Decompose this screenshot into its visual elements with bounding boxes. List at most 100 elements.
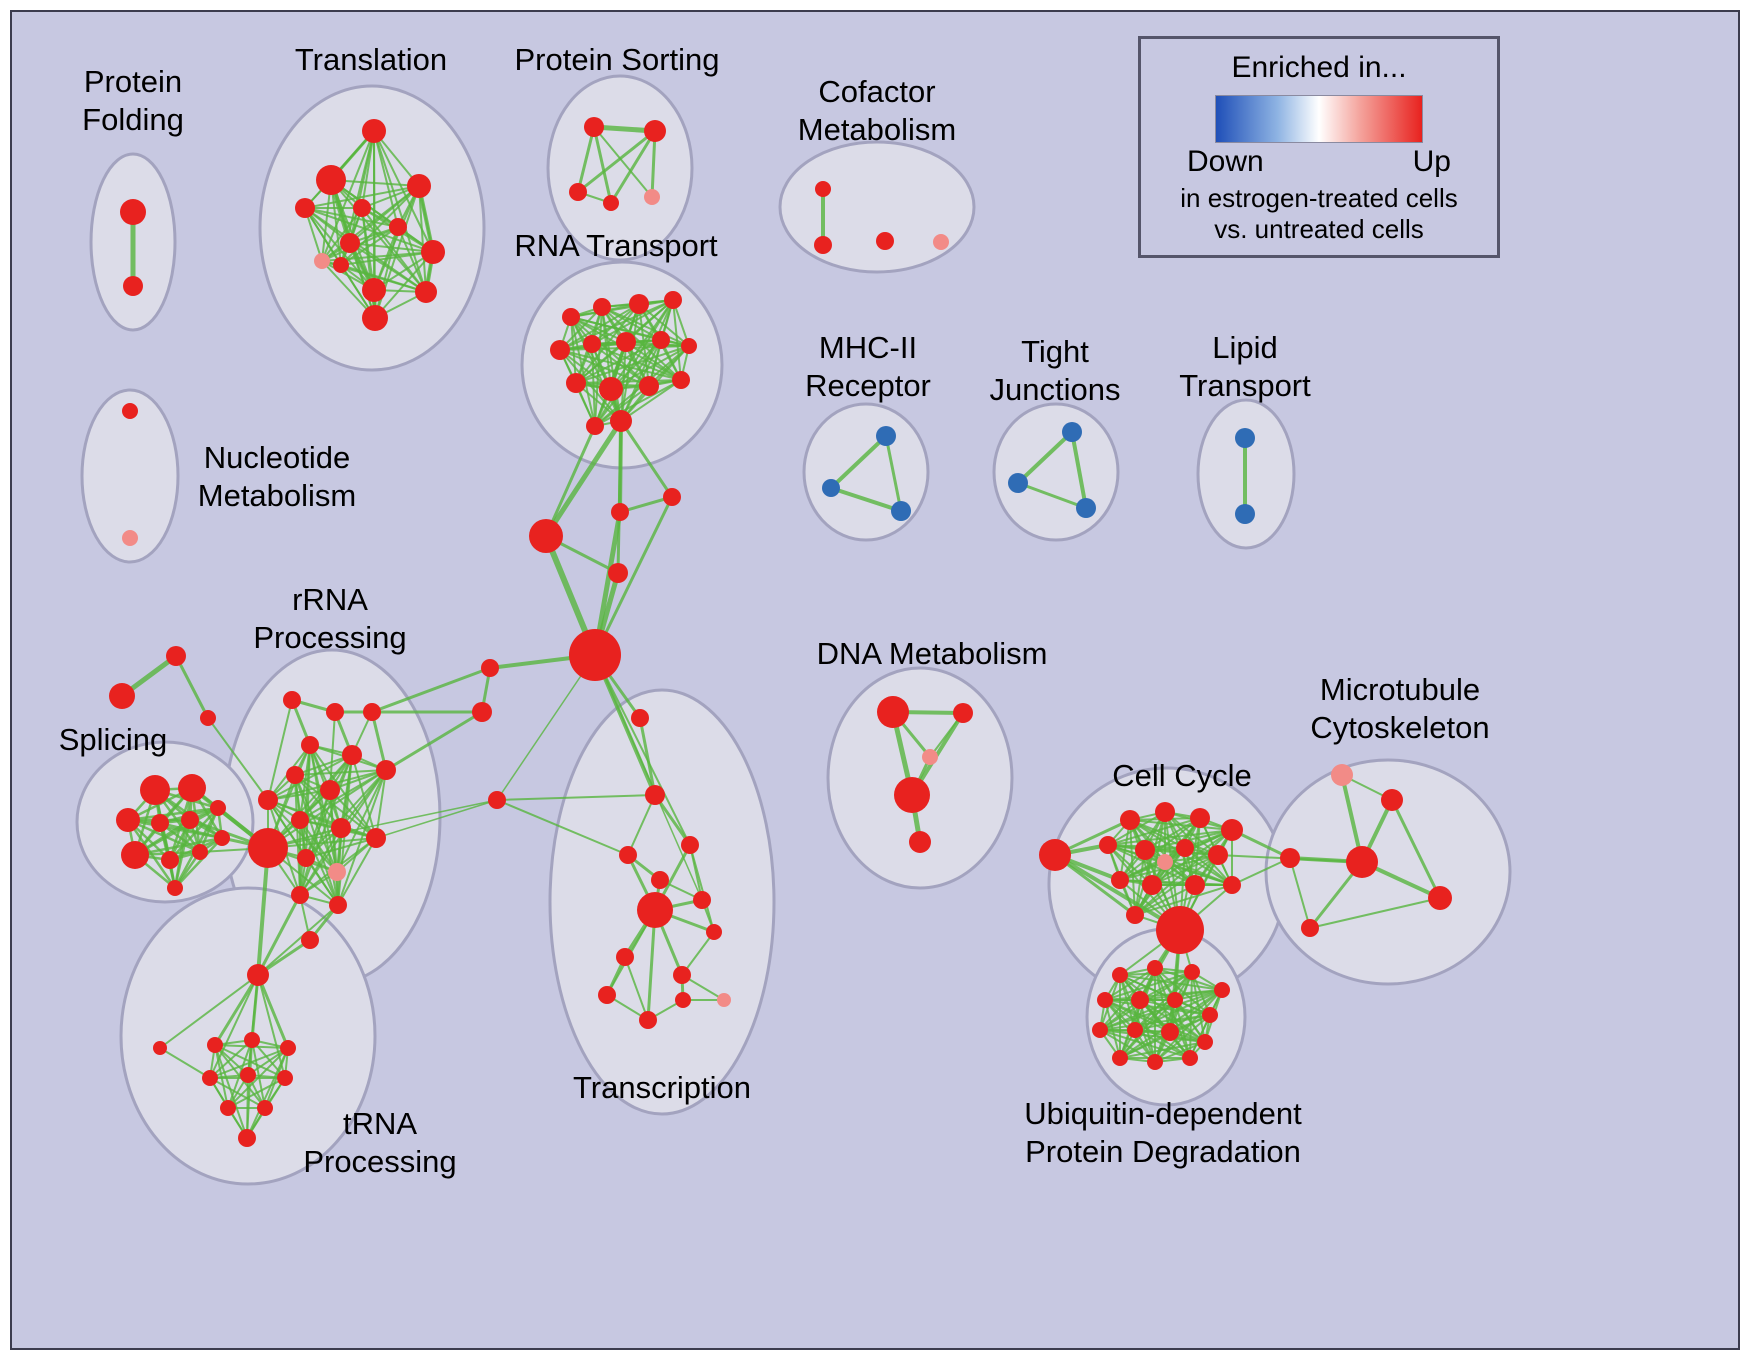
network-node [421, 240, 445, 264]
network-edge [1289, 857, 1311, 929]
network-edge [256, 846, 270, 977]
network-edge [133, 836, 224, 857]
network-node [529, 519, 563, 553]
network-edge [361, 207, 427, 293]
network-edge [227, 1077, 286, 1109]
network-node [238, 1129, 256, 1147]
network-edge [576, 129, 657, 194]
network-edge [620, 379, 682, 422]
network-node [922, 749, 938, 765]
network-edge [246, 1074, 249, 1139]
network-node [240, 1067, 256, 1083]
legend-box: Enriched in... Down Up in estrogen-treat… [1138, 36, 1500, 258]
network-node [248, 828, 288, 868]
network-node [681, 338, 697, 354]
network-node [1381, 789, 1403, 811]
network-node [181, 811, 199, 829]
cluster-ellipse-tight-junctions [992, 402, 1120, 542]
network-edge [646, 908, 657, 1022]
network-node [291, 886, 309, 904]
network-node [894, 777, 930, 813]
network-node [244, 1032, 260, 1048]
network-node [362, 278, 386, 302]
network-edge [329, 711, 336, 791]
legend-gradient-bar [1215, 95, 1423, 143]
network-edge [340, 264, 427, 293]
cluster-label-translation: Translation [295, 42, 447, 77]
network-node [342, 745, 362, 765]
network-node [562, 308, 580, 326]
network-node [637, 892, 673, 928]
network-edge [321, 207, 363, 262]
network-node [693, 891, 711, 909]
network-edge [294, 769, 387, 776]
network-edge [305, 837, 377, 859]
network-node [876, 426, 896, 446]
network-edge [267, 799, 498, 849]
network-edge [496, 794, 656, 801]
network-node [672, 371, 690, 389]
network-edge [1231, 857, 1291, 886]
network-node [877, 696, 909, 728]
network-node [122, 530, 138, 546]
network-edge [329, 789, 377, 839]
network-edge [594, 339, 662, 427]
network-node [1120, 810, 1140, 830]
network-node [891, 501, 911, 521]
network-node [663, 488, 681, 506]
network-node [1184, 964, 1200, 980]
network-node [472, 702, 492, 722]
network-node [1331, 764, 1353, 786]
network-node [1202, 1007, 1218, 1023]
network-edge [1164, 861, 1233, 886]
network-edge [1134, 1014, 1211, 1031]
network-edge [575, 345, 690, 384]
network-edge [257, 974, 286, 1079]
network-node [407, 174, 431, 198]
network-node [1346, 846, 1378, 878]
network-node [876, 232, 894, 250]
network-node [616, 332, 636, 352]
network-node [362, 305, 388, 331]
network-edge [133, 806, 220, 857]
network-node [1214, 982, 1230, 998]
network-node [123, 276, 143, 296]
network-edge [168, 806, 220, 862]
network-node [220, 1100, 236, 1116]
network-edge [256, 973, 290, 1050]
network-node [1147, 960, 1163, 976]
network-node [1235, 428, 1255, 448]
network-node [1111, 871, 1129, 889]
network-node [629, 294, 649, 314]
network-edge [267, 769, 387, 849]
network-edge [601, 306, 690, 347]
network-edge [213, 973, 260, 1047]
network-node [1156, 906, 1204, 954]
network-node [140, 775, 170, 805]
network-edge [267, 754, 353, 801]
network-node [675, 992, 691, 1008]
network-node [681, 836, 699, 854]
network-node [192, 844, 208, 860]
network-node [178, 774, 206, 802]
network-node [673, 966, 691, 984]
legend-up-label: Up [1412, 145, 1451, 178]
network-node [598, 986, 616, 1004]
network-edge [349, 242, 427, 293]
network-node [301, 736, 319, 754]
network-edge [496, 799, 629, 856]
network-edge [375, 799, 498, 839]
network-edge [351, 754, 377, 839]
network-node [717, 993, 731, 1007]
network-node [297, 849, 315, 867]
network-node [586, 417, 604, 435]
network-node [366, 828, 386, 848]
